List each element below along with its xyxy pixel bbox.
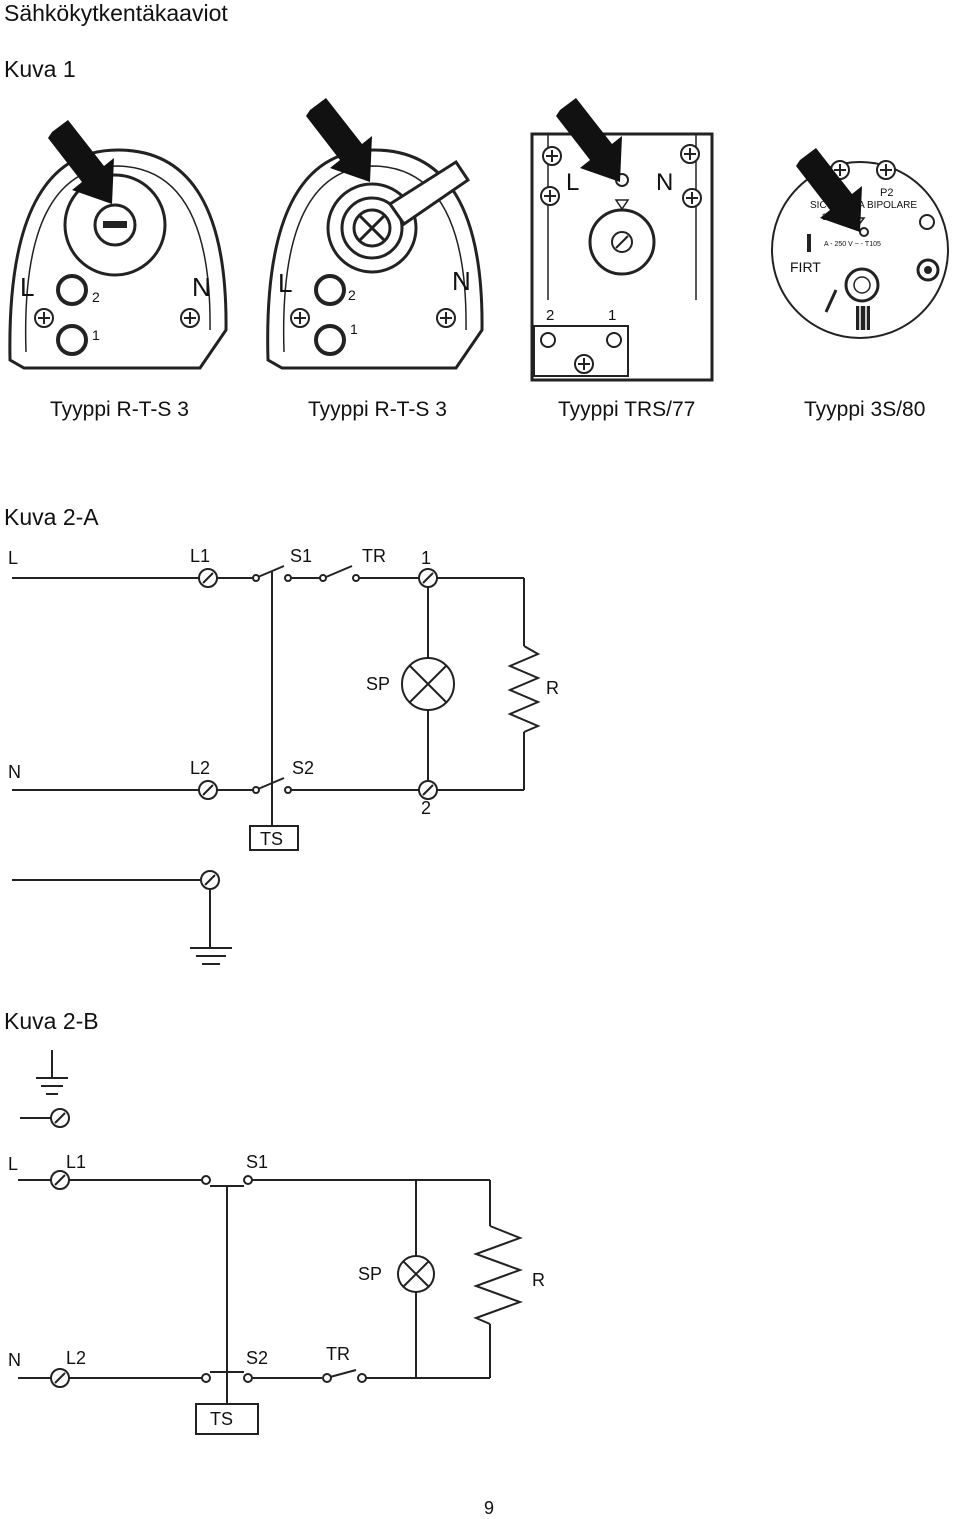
page-title: Sähkökytkentäkaaviot (4, 0, 228, 26)
device4-label-line1: SIC (810, 200, 827, 211)
figure1-heading: Kuva 1 (4, 56, 76, 82)
device1-label-1: 1 (92, 327, 100, 343)
fig2b-label-S1: S1 (246, 1152, 268, 1172)
device2-label-L: L (278, 268, 292, 298)
device4-label-line1b: ZA BIPOLARE (852, 200, 917, 211)
fig2a-label-TS: TS (260, 829, 283, 849)
device4-illustration: P2 SIC ZA BIPOLARE 3S/8 A - 250 V ~ - T1… (771, 148, 949, 339)
device2-label-2: 2 (348, 287, 356, 303)
fig2b-label-L1: L1 (66, 1152, 86, 1172)
page-number: 9 (484, 1498, 495, 1518)
fig2b-label-N: N (8, 1350, 21, 1370)
terminal-L1 (198, 568, 218, 588)
device3-illustration: L N 2 1 (530, 98, 714, 382)
device3-label-N: N (656, 169, 673, 196)
fig2b-label-SP: SP (358, 1264, 382, 1284)
device4-label-brand: FIRT (790, 259, 821, 275)
fig2a-label-N: N (8, 762, 21, 782)
device2-label-N: N (452, 266, 471, 296)
device1-label-L: L (20, 272, 34, 302)
device3-label-2: 2 (546, 307, 554, 324)
figure2a-heading: Kuva 2-A (4, 504, 99, 530)
fig2a-label-TR: TR (362, 546, 386, 566)
fig2b-label-L2: L2 (66, 1348, 86, 1368)
device2-caption: Tyyppi R-T-S 3 (308, 398, 447, 421)
figure2b-diagram: L L1 S1 SP R N L2 S2 TR TS (8, 1050, 545, 1435)
device1-caption: Tyyppi R-T-S 3 (50, 398, 189, 421)
device3-caption: Tyyppi TRS/77 (558, 398, 696, 421)
fig2b-label-S2: S2 (246, 1348, 268, 1368)
fig2a-label-L2: L2 (190, 758, 210, 778)
fig2b-label-TS: TS (210, 1409, 233, 1429)
device2-label-1: 1 (350, 321, 358, 337)
figure2b-heading: Kuva 2-B (4, 1008, 99, 1034)
terminal-1 (418, 568, 438, 588)
fig2b-label-R: R (532, 1270, 545, 1290)
device1-label-N: N (192, 272, 211, 302)
fig2b-label-L: L (8, 1154, 18, 1174)
device4-caption: Tyyppi 3S/80 (804, 398, 926, 421)
fig2a-label-S2: S2 (292, 758, 314, 778)
device4-label-rating: A - 250 V ~ - T105 (824, 241, 881, 248)
figure2a-diagram: L L1 S1 TR 1 SP R N L2 S2 2 TS (8, 546, 559, 965)
device3-label-1: 1 (608, 307, 616, 324)
terminal-L2 (198, 780, 218, 800)
fig2a-label-SP: SP (366, 674, 390, 694)
fig2a-label-1: 1 (421, 548, 431, 568)
terminal-L2 (50, 1368, 70, 1388)
earth-terminal (50, 1108, 70, 1128)
terminal-L1 (50, 1170, 70, 1190)
terminal-2 (418, 780, 438, 800)
fig2a-label-L: L (8, 548, 18, 568)
device2-illustration: L N 2 1 (266, 98, 484, 370)
device1-illustration: L N 2 1 (8, 120, 228, 370)
fig2a-label-2: 2 (421, 798, 431, 818)
fig2b-label-TR: TR (326, 1344, 350, 1364)
fig2a-label-L1: L1 (190, 546, 210, 566)
device3-label-L: L (566, 169, 579, 196)
earth-terminal (200, 870, 220, 890)
fig2a-label-R: R (546, 678, 559, 698)
fig2a-label-S1: S1 (290, 546, 312, 566)
device4-label-p2: P2 (880, 187, 893, 199)
device1-label-2: 2 (92, 289, 100, 305)
